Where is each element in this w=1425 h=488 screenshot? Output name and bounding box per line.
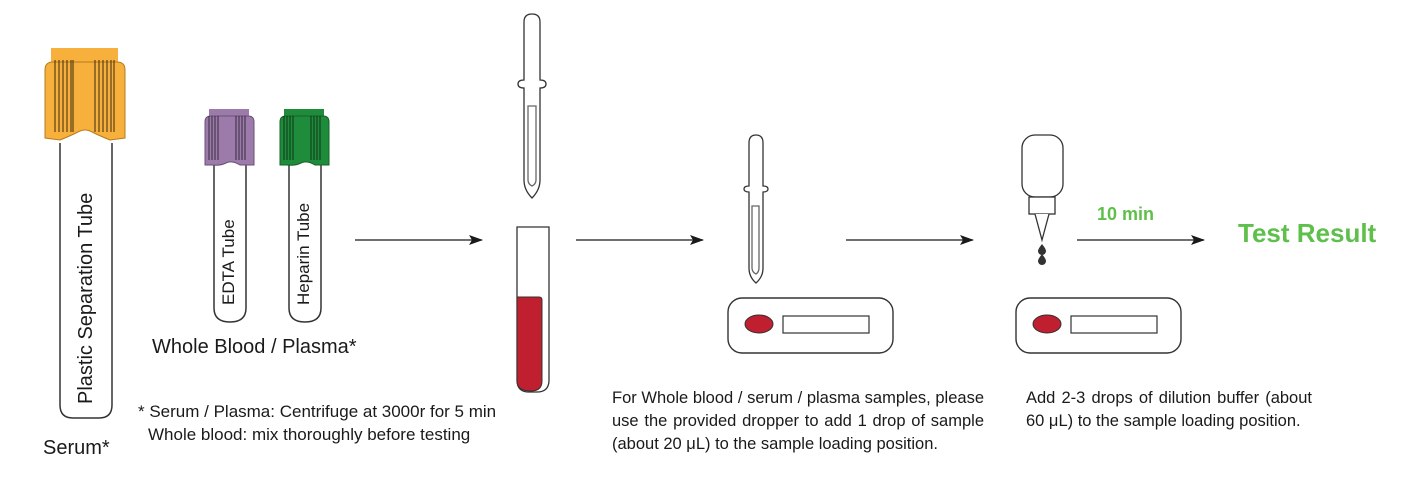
buffer-instruction: Add 2-3 drops of dilution buffer (about … xyxy=(1026,389,1312,430)
serum-caption: Serum* xyxy=(43,437,110,459)
edta-tube-label: EDTA Tube xyxy=(219,219,238,305)
test-cassette-icon xyxy=(1015,297,1182,354)
test-cassette-icon xyxy=(727,297,894,354)
blood-tube-icon xyxy=(516,226,550,393)
footnote-line-2: Whole blood: mix thoroughly before testi… xyxy=(148,425,471,444)
edta-tube-icon xyxy=(204,109,255,323)
test-result-label: Test Result xyxy=(1238,218,1377,248)
whole-blood-caption: Whole Blood / Plasma* xyxy=(152,336,357,358)
drop-icon xyxy=(1038,244,1046,255)
buffer-bottle-icon xyxy=(1021,134,1064,243)
wait-time-label: 10 min xyxy=(1097,204,1155,224)
heparin-tube-icon xyxy=(279,109,330,323)
heparin-tube-label: Heparin Tube xyxy=(294,202,313,305)
serum-tube-label: Plastic Separation Tube xyxy=(75,192,97,404)
sample-instruction: For Whole blood / serum / plasma samples… xyxy=(612,389,984,453)
dropper-icon xyxy=(517,13,547,199)
serum-tube-icon xyxy=(44,48,126,419)
drop-icon xyxy=(1038,254,1046,265)
dropper-icon xyxy=(743,134,769,284)
footnote-line-1: * Serum / Plasma: Centrifuge at 3000r fo… xyxy=(138,402,497,421)
